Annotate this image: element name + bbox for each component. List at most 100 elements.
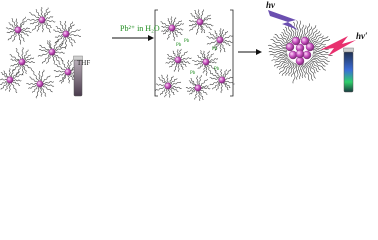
ligand-chain	[189, 23, 198, 32]
ligand-chain	[11, 68, 15, 78]
nanoparticle	[37, 39, 66, 65]
particle-core	[218, 76, 226, 84]
ligand-chain	[200, 87, 211, 90]
ligand-chain	[32, 86, 38, 93]
ligand-chain	[53, 70, 66, 73]
particle-core	[64, 68, 72, 76]
ligand-chain	[198, 74, 202, 86]
ligand-chain	[208, 61, 217, 64]
ligand-chain	[42, 84, 55, 87]
ligand-chain	[0, 78, 8, 81]
particle-core	[6, 76, 14, 84]
ligand-chain	[54, 72, 66, 78]
particle-core	[216, 36, 224, 44]
ligand-chain	[220, 69, 223, 78]
particle-highlight	[175, 57, 178, 60]
ligand-chain	[306, 62, 316, 79]
ligand-chain	[307, 29, 318, 43]
ligand-chain	[18, 32, 22, 45]
ligand-chain	[55, 25, 64, 33]
ligand-chain	[203, 50, 206, 60]
particle-highlight	[203, 59, 206, 62]
ligand-chain	[54, 46, 66, 52]
ligand-chain	[43, 7, 49, 18]
ligand-chain	[170, 78, 178, 85]
particle-highlight	[15, 27, 18, 30]
ligand-chain	[212, 42, 218, 49]
particle-core	[288, 50, 298, 60]
ligand-chain	[202, 14, 211, 21]
ligand-chain	[10, 62, 20, 67]
ligand-chain	[274, 56, 289, 63]
ligand-chain	[312, 54, 328, 59]
ligand-chain	[273, 57, 289, 67]
ligand-chain	[300, 24, 304, 41]
ligand-chain	[40, 6, 43, 17]
pb-ion-label: Pb	[184, 39, 190, 44]
ligand-chain	[310, 35, 324, 46]
ligand-chain	[216, 82, 221, 91]
pb-ion-label: Pb	[176, 43, 182, 48]
ligand-chain	[208, 58, 219, 62]
ligand-chain	[224, 82, 231, 88]
particle-highlight	[293, 38, 296, 41]
ligand-chain	[308, 60, 319, 73]
pb-ion-label: Pb	[190, 71, 196, 76]
particle-core	[62, 30, 70, 38]
ligand-chain	[167, 88, 171, 98]
particle-core	[295, 49, 305, 59]
ligand-chain	[173, 30, 178, 38]
ligand-chain	[67, 36, 74, 47]
ligand-chain	[222, 40, 233, 43]
ligand-chain	[12, 79, 22, 82]
ligand-chain	[188, 80, 196, 87]
ligand-chain	[188, 22, 198, 27]
ligand-chain	[11, 18, 17, 28]
ligand-chain	[267, 44, 288, 50]
ligand-chain	[279, 59, 291, 70]
ligand-chain	[167, 57, 176, 61]
ligand-chain	[223, 82, 229, 91]
ligand-chain	[222, 35, 234, 40]
ligand-chain	[35, 9, 41, 18]
ligand-chain	[200, 24, 206, 34]
ligand-chain	[165, 60, 176, 64]
ligand-chain	[209, 80, 220, 86]
ligand-chain	[24, 63, 34, 71]
ligand-chain	[42, 85, 53, 93]
ligand-chain	[296, 63, 299, 80]
ligand-chain	[270, 39, 289, 48]
ligand-chain	[221, 30, 228, 38]
ligand-chain	[291, 63, 297, 77]
nanoparticle	[192, 50, 219, 76]
ligand-chain	[300, 63, 304, 79]
ligand-chain	[23, 49, 29, 60]
ligand-chain	[211, 72, 220, 79]
ligand-chain	[15, 18, 19, 27]
ligand-chain	[279, 34, 291, 45]
ligand-chain	[169, 61, 176, 68]
ligand-chain	[268, 48, 288, 52]
ligand-chain	[202, 23, 212, 30]
ligand-chain	[67, 74, 70, 84]
ligand-chain	[219, 43, 222, 53]
ligand-chain	[22, 64, 27, 74]
ligand-chain	[44, 21, 52, 28]
ligand-chain	[59, 74, 67, 82]
ligand-chain	[199, 24, 203, 34]
ligand-chain	[309, 33, 322, 45]
ligand-chain	[305, 62, 314, 81]
ligand-chain	[312, 43, 326, 49]
ligand-chain	[197, 63, 204, 70]
nanoparticle	[188, 9, 214, 35]
ligand-chain	[276, 58, 290, 69]
ligand-chain	[54, 34, 64, 38]
ligand-chain	[292, 63, 298, 84]
nanoparticle	[185, 74, 211, 102]
nanoparticle	[206, 28, 234, 53]
ligand-chain	[188, 20, 198, 23]
ligand-chain	[8, 22, 16, 29]
ligand-chain	[189, 89, 196, 95]
ligand-chain	[16, 64, 22, 76]
ligand-chain	[170, 81, 182, 86]
